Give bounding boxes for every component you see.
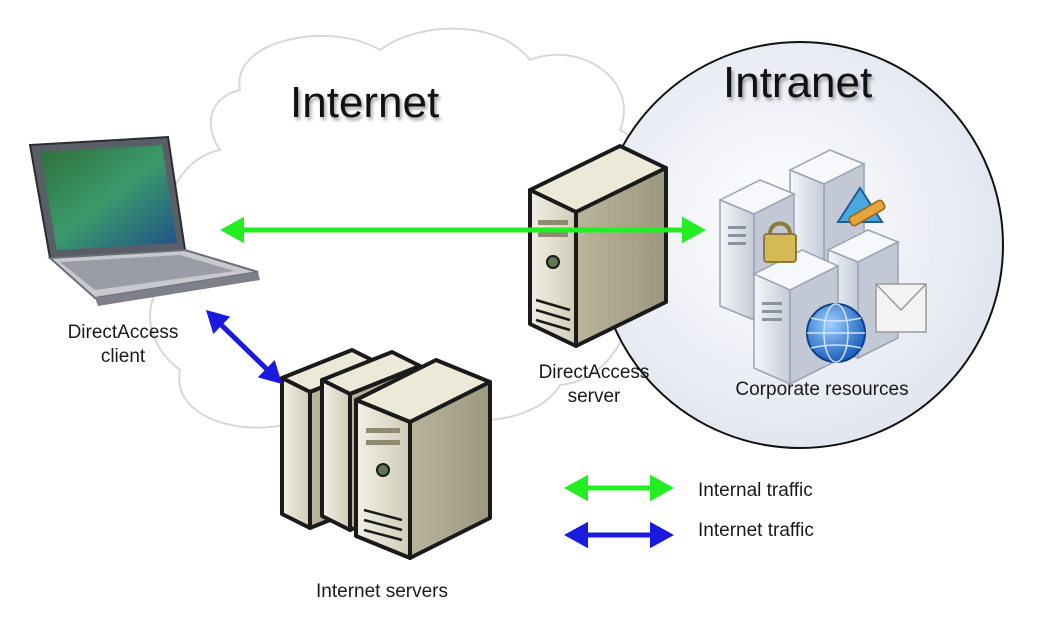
server-label: DirectAccess server	[519, 361, 669, 409]
arrow-head	[257, 359, 282, 384]
padlock-icon	[763, 221, 797, 263]
server-label-line1: DirectAccess	[538, 362, 650, 383]
legend-internal-swatch	[564, 474, 674, 502]
legend-internal-label: Internal traffic	[698, 480, 813, 501]
arrow-head	[682, 216, 706, 244]
internet-traffic-arrow	[206, 310, 282, 384]
server-label-line2: server	[567, 386, 621, 407]
internet-servers-label: Internet servers	[316, 581, 448, 602]
arrow-head	[220, 216, 244, 244]
arrow-head	[564, 521, 588, 549]
arrow-head	[206, 310, 231, 335]
arrow-head	[650, 474, 674, 502]
arrow-shaft	[216, 320, 272, 374]
internet-zone-title: Internet	[290, 78, 440, 127]
intranet-zone-title: Intranet	[723, 58, 873, 107]
corporate-resources-icon	[718, 149, 927, 386]
client-label: DirectAccess client	[48, 321, 198, 369]
legend-internet-label: Internet traffic	[698, 520, 814, 541]
application-icon	[836, 186, 886, 227]
mail-icon	[875, 283, 927, 333]
arrow-head	[564, 474, 588, 502]
laptop-icon	[28, 135, 260, 306]
corporate-resources-label: Corporate resources	[735, 379, 909, 400]
internal-traffic-arrow	[220, 216, 706, 244]
legend-internet-swatch	[564, 521, 674, 549]
client-label-line2: client	[100, 346, 146, 367]
globe-icon	[806, 303, 866, 363]
internet-servers-icon	[280, 348, 492, 560]
client-label-line1: DirectAccess	[67, 322, 179, 343]
arrow-head	[650, 521, 674, 549]
